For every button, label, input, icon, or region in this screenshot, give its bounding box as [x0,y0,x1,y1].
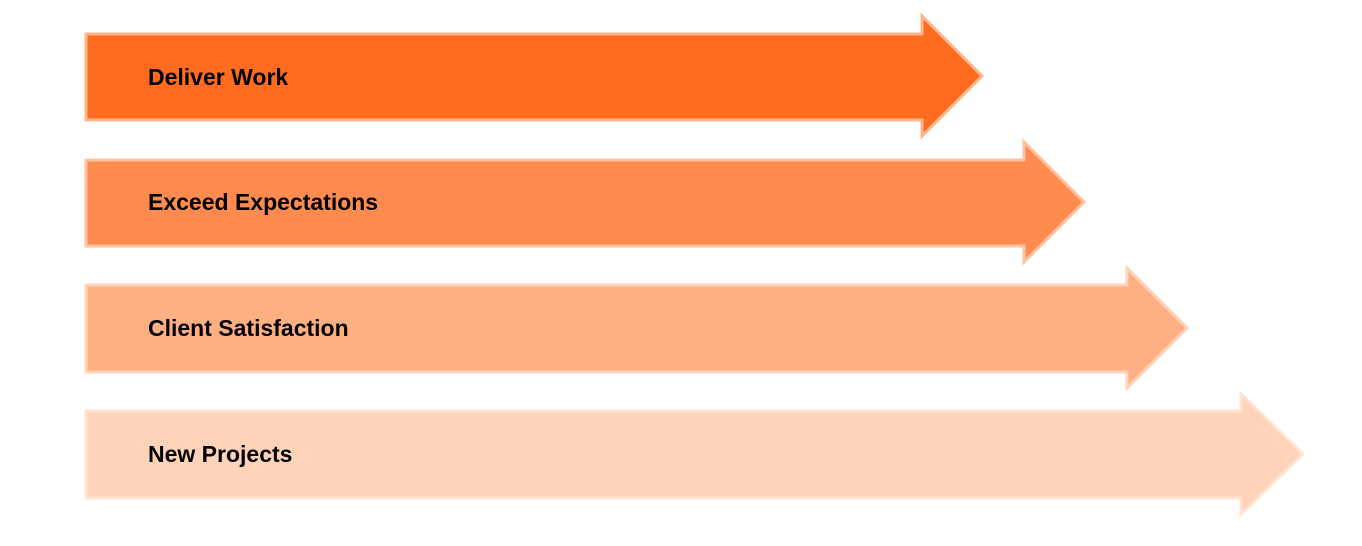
arrow-1: Deliver Work [84,12,985,140]
arrow-2: Exceed Expectations [84,138,1087,266]
arrow-2-shape [84,138,1087,266]
arrow-4-label: New Projects [148,441,292,467]
arrow-3-label: Client Satisfaction [148,315,349,341]
arrow-3-shape [84,264,1190,392]
arrow-1-shape [84,12,985,140]
arrow-4: New Projects [84,390,1306,518]
arrow-4-shape [84,390,1306,518]
arrow-1-label: Deliver Work [148,64,288,90]
arrow-3: Client Satisfaction [84,264,1190,392]
arrow-2-label: Exceed Expectations [148,189,378,215]
